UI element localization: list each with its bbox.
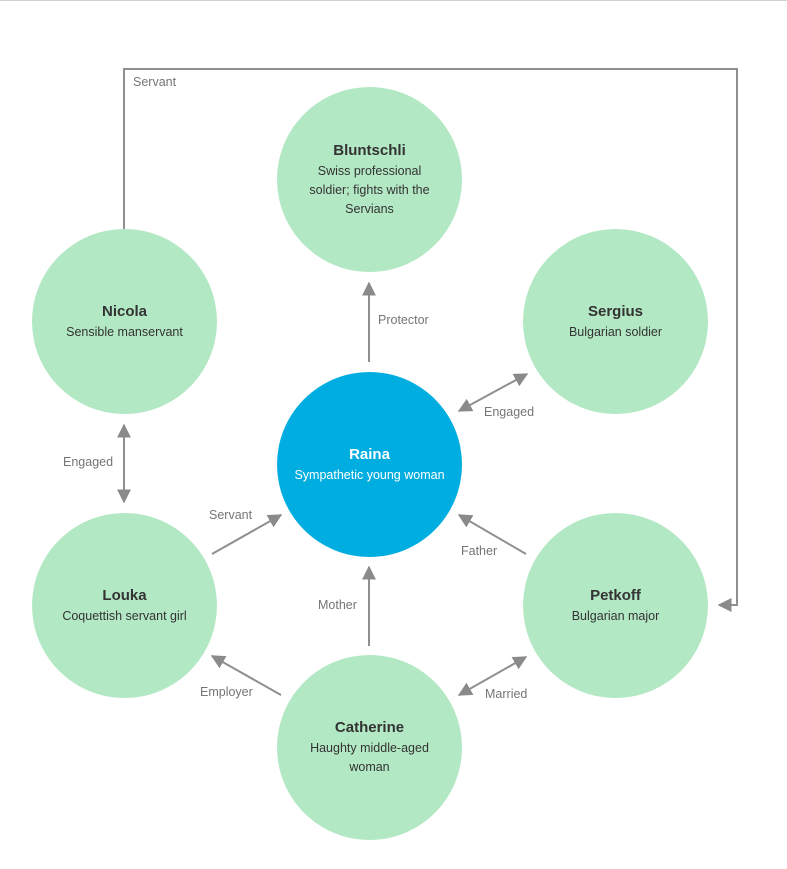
edge-label-engaged-sergius: Engaged bbox=[484, 405, 535, 419]
edge-catherine-louka bbox=[210, 655, 282, 696]
node-louka: Louka Coquettish servant girl bbox=[32, 513, 217, 698]
edge-label-married: Married bbox=[485, 687, 528, 701]
edge-label-employer: Employer bbox=[200, 685, 253, 699]
node-bluntschli: Bluntschli Swiss professional soldier; f… bbox=[277, 87, 462, 272]
node-name: Catherine bbox=[334, 719, 405, 736]
node-description: Sympathetic young woman bbox=[294, 467, 445, 482]
node-catherine: Catherine Haughty middle-aged woman bbox=[277, 655, 462, 840]
node-name: Bluntschli bbox=[333, 141, 406, 159]
edge-catherine-petkoff bbox=[457, 656, 528, 696]
node-description: Sensible manservant bbox=[66, 324, 183, 339]
node-nicola: Nicola Sensible manservant bbox=[32, 229, 217, 414]
node-name: Sergius bbox=[587, 302, 644, 320]
top-divider bbox=[0, 0, 787, 1]
edge-label-protector: Protector bbox=[378, 313, 429, 327]
node-name: Petkoff bbox=[590, 586, 641, 604]
edge-label-mother: Mother bbox=[318, 598, 357, 612]
node-petkoff: Petkoff Bulgarian major bbox=[523, 513, 708, 698]
node-description: Swiss professional soldier; fights with … bbox=[309, 163, 430, 216]
edge-label-engaged-louka: Engaged bbox=[63, 455, 114, 469]
edge-raina-sergius bbox=[457, 373, 529, 412]
edge-louka-raina bbox=[211, 514, 283, 555]
edge-label-servant-nicola: Servant bbox=[133, 75, 177, 89]
node-description: Coquettish servant girl bbox=[62, 608, 187, 623]
node-raina: Raina Sympathetic young woman bbox=[277, 372, 462, 557]
node-name: Louka bbox=[102, 586, 147, 604]
edge-label-father: Father bbox=[461, 544, 498, 558]
edge-nicola-petkoff bbox=[123, 68, 738, 612]
edge-label-servant-louka: Servant bbox=[209, 508, 253, 522]
edge-petkoff-raina bbox=[457, 514, 527, 555]
node-name: Nicola bbox=[101, 302, 147, 320]
node-sergius: Sergius Bulgarian soldier bbox=[523, 229, 708, 414]
node-description: Bulgarian soldier bbox=[568, 324, 663, 339]
node-description: Haughty middle-aged woman bbox=[310, 741, 429, 774]
node-description: Bulgarian major bbox=[571, 608, 660, 623]
node-name: Raina bbox=[349, 445, 390, 463]
